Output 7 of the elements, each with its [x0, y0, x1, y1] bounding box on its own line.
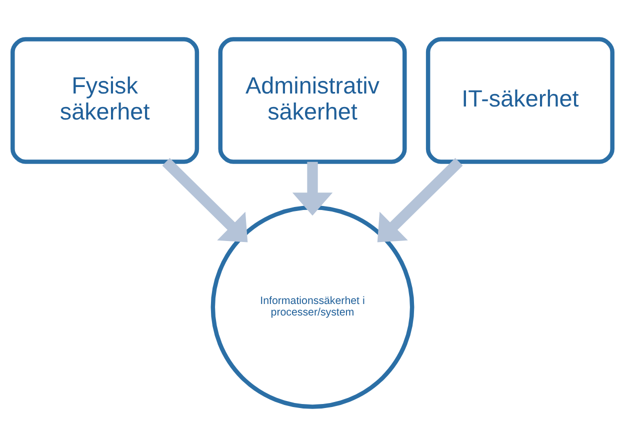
arrow	[162, 158, 248, 242]
node-box: Administrativ säkerhet	[218, 37, 407, 164]
node-box: IT-säkerhet	[426, 37, 614, 164]
arrow	[377, 158, 463, 242]
node-box: Fysisk säkerhet	[10, 37, 200, 164]
node-circle: Informationssäkerhet i processer/system	[210, 205, 414, 409]
arrow	[292, 162, 333, 216]
